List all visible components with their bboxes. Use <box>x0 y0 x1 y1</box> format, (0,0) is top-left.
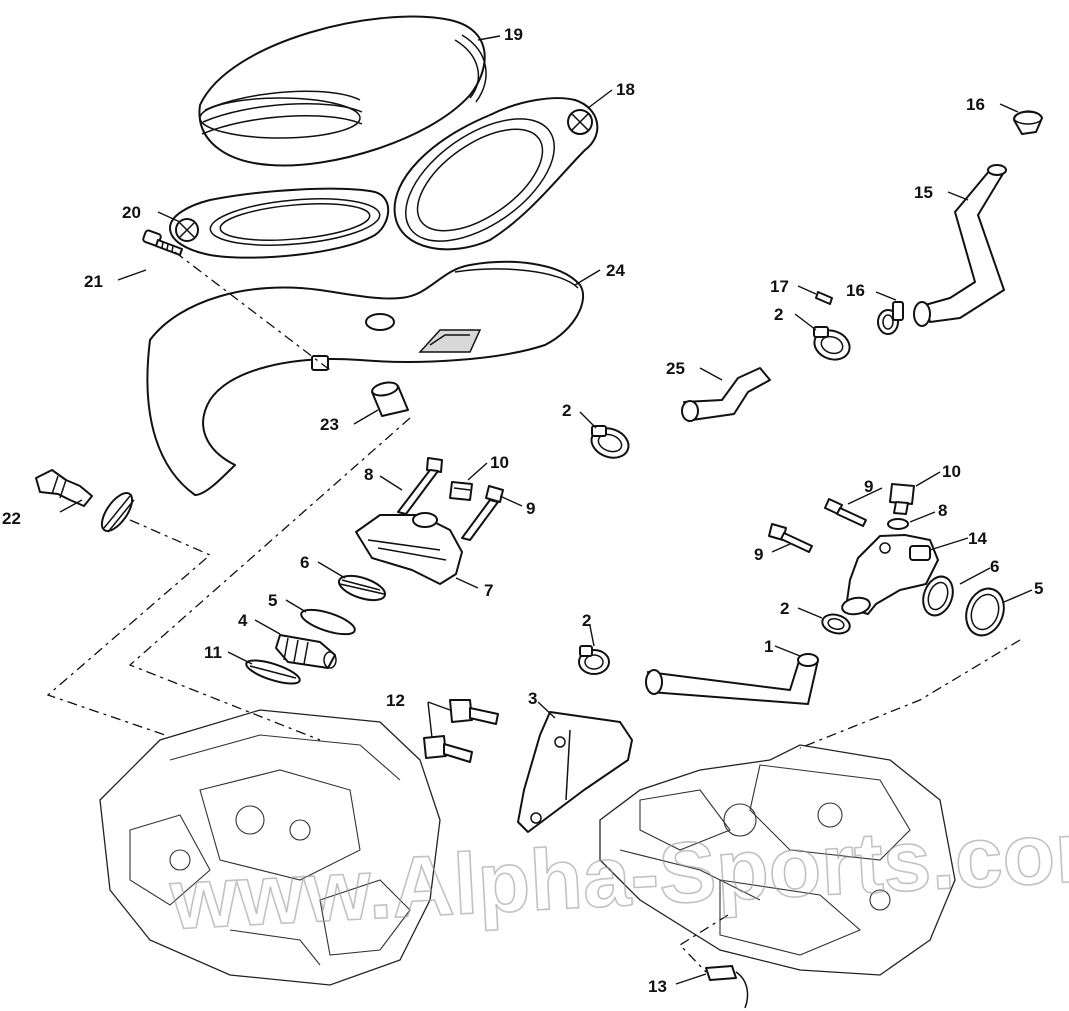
callout-8-left: 8 <box>364 465 373 484</box>
callout-9-right-upper: 9 <box>864 477 873 496</box>
callout-2-d: 2 <box>582 611 591 630</box>
part-12-bolt-lower <box>423 735 473 763</box>
engine-cylinder-head-left <box>99 709 441 986</box>
part-2-hose-clamp-d <box>578 645 610 675</box>
callout-14: 14 <box>968 529 987 548</box>
part-2-hose-clamp-b <box>590 425 630 459</box>
part-14-water-outlet <box>841 534 939 616</box>
callout-10-right: 10 <box>942 462 961 481</box>
callout-5-left: 5 <box>268 591 277 610</box>
part-4-thermostat <box>275 634 337 669</box>
part-22-temp-sensor <box>35 469 93 507</box>
callout-16-lower: 16 <box>846 281 865 300</box>
part-9-bolt-right-lower <box>768 523 813 553</box>
callout-16-top: 16 <box>966 95 985 114</box>
callout-3: 3 <box>528 689 537 708</box>
part-2-hose-clamp-a <box>813 326 851 361</box>
part-5-gasket-right <box>965 587 1005 637</box>
part-25-elbow-hose <box>681 367 771 422</box>
part-24-shroud <box>146 260 585 496</box>
assembly-guide-lines <box>46 251 1021 973</box>
part-15-bypass-hose <box>913 164 1007 327</box>
part-12-bolt-upper <box>449 699 499 725</box>
callout-19: 19 <box>504 25 523 44</box>
callout-25: 25 <box>666 359 685 378</box>
callout-23: 23 <box>320 415 339 434</box>
part-23-collar <box>371 381 409 417</box>
callout-13: 13 <box>648 977 667 996</box>
part-13-sensor <box>705 965 749 1009</box>
part-7-thermostat-cover <box>355 512 463 585</box>
part-8-washer-right <box>887 518 909 530</box>
callout-17: 17 <box>770 277 789 296</box>
part-19-intake-cover <box>198 15 487 167</box>
engine-cylinder-head-right <box>599 744 956 976</box>
part-17-bolt <box>815 291 833 305</box>
callout-2-b: 2 <box>562 401 571 420</box>
part-10-bolt-left <box>449 481 473 501</box>
callout-10-left: 10 <box>490 453 509 472</box>
part-10-bolt-right <box>889 483 915 515</box>
part-1-coolant-pipe <box>645 653 819 705</box>
callout-2-c: 2 <box>780 599 789 618</box>
part-5-gasket-left <box>300 608 356 636</box>
callout-2-a: 2 <box>774 305 783 324</box>
part-6-oring-left <box>337 574 387 602</box>
part-3-bracket <box>517 711 633 833</box>
callout-15: 15 <box>914 183 933 202</box>
part-8-bolt-left <box>397 457 443 515</box>
callout-12: 12 <box>386 691 405 710</box>
part-9-bolt-left <box>461 485 504 541</box>
callout-6-left: 6 <box>300 553 309 572</box>
part-11-gasket <box>245 659 301 685</box>
callout-labels: 19 18 20 21 24 16 15 17 16 2 25 23 2 22 … <box>2 25 1043 996</box>
part-9-bolt-right-upper <box>824 498 867 527</box>
callout-18: 18 <box>616 80 635 99</box>
callout-9-right-lower: 9 <box>754 545 763 564</box>
callout-1: 1 <box>764 637 773 656</box>
callout-21: 21 <box>84 272 103 291</box>
callout-24: 24 <box>606 261 625 280</box>
part-18-gasket-plate <box>393 97 599 251</box>
callout-22: 22 <box>2 509 21 528</box>
callout-4: 4 <box>238 611 248 630</box>
part-22-washer <box>100 492 135 533</box>
callout-20: 20 <box>122 203 141 222</box>
leader-lines <box>59 35 1033 985</box>
part-16-hose-cap-top <box>1013 110 1043 135</box>
callout-5-right: 5 <box>1034 579 1043 598</box>
part-16-clamp-lower <box>877 301 904 335</box>
callout-11: 11 <box>204 643 222 662</box>
part-6-oring-right <box>922 575 954 617</box>
callout-6-right: 6 <box>990 557 999 576</box>
callout-8-right: 8 <box>938 501 947 520</box>
part-20-ring-plate <box>169 187 390 259</box>
callout-9-left: 9 <box>526 499 535 518</box>
part-2-hose-clamp-c <box>821 613 851 635</box>
callout-7: 7 <box>484 581 493 600</box>
